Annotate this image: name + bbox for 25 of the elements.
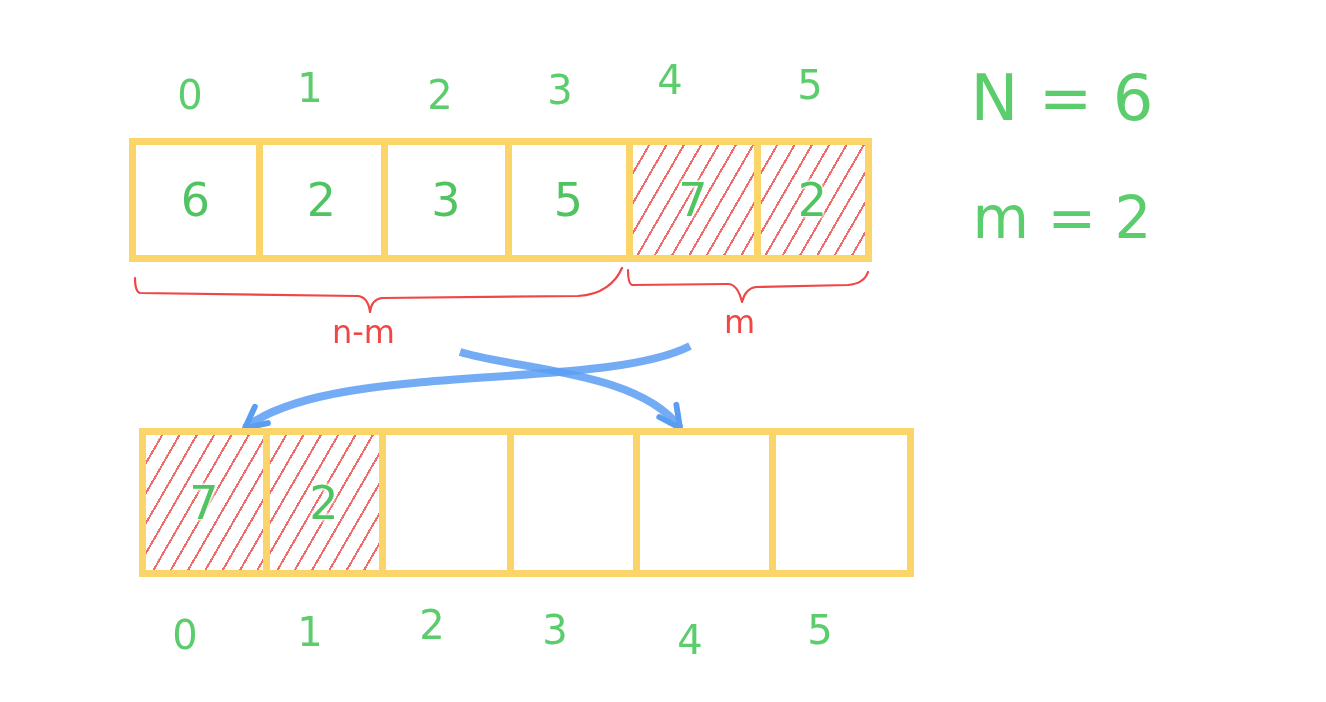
index-number: 3 (542, 610, 568, 650)
array-cell (378, 428, 507, 577)
index-number: 5 (807, 610, 833, 650)
array-cell: 3 (380, 138, 505, 262)
index-number: 0 (177, 75, 203, 115)
index-number: 2 (419, 605, 445, 645)
index-number: 4 (677, 620, 703, 660)
array-cell: 2 (255, 138, 381, 262)
index-number: 3 (547, 70, 573, 110)
index-number: 0 (172, 615, 198, 655)
array-cell (768, 428, 914, 577)
brace-label: n-m (332, 316, 395, 348)
index-number: 5 (797, 65, 823, 105)
array-cell (506, 428, 633, 577)
brace-label: m (724, 306, 756, 338)
array-cell: 5 (504, 138, 626, 262)
array-cell: 6 (128, 138, 256, 262)
equation-text: N = 6 (970, 66, 1154, 130)
array-cell (632, 428, 769, 577)
index-number: 1 (297, 612, 323, 652)
index-number: 2 (427, 75, 453, 115)
equation-text: m = 2 (972, 189, 1152, 247)
index-number: 1 (297, 68, 323, 108)
index-number: 4 (657, 60, 683, 100)
arrow (459, 348, 683, 431)
